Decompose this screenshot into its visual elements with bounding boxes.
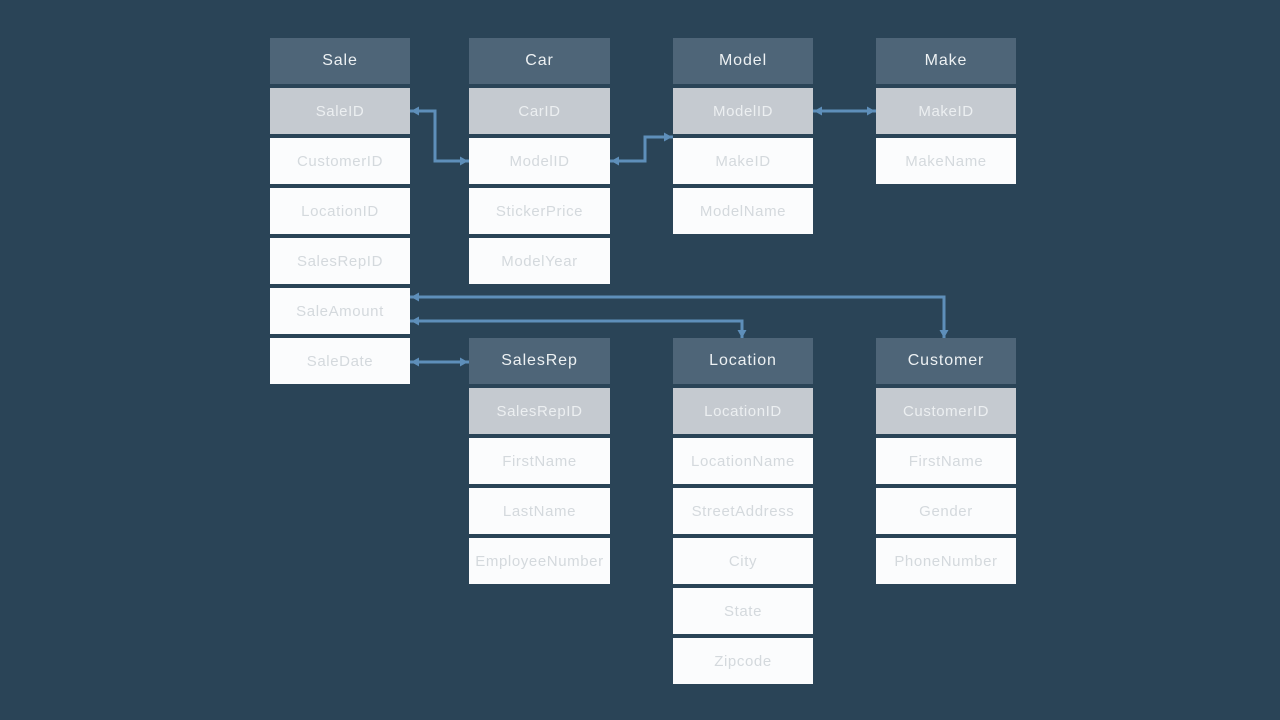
field-location-city: City bbox=[673, 538, 813, 584]
field-salesrep-employeenumber: EmployeeNumber bbox=[469, 538, 610, 584]
relationship-arrowhead bbox=[411, 316, 419, 326]
field-sale-customerid: CustomerID bbox=[270, 138, 410, 184]
field-customer-firstname: FirstName bbox=[876, 438, 1016, 484]
relationship-arrowhead bbox=[867, 106, 875, 116]
field-car-stickerprice: StickerPrice bbox=[469, 188, 610, 234]
relationship-arrowhead bbox=[814, 106, 822, 116]
relationship-line-sale-saleid--car-modelid bbox=[410, 109, 469, 163]
field-sale-saledate: SaleDate bbox=[270, 338, 410, 384]
field-customer-phonenumber: PhoneNumber bbox=[876, 538, 1016, 584]
table-title-make: Make bbox=[876, 38, 1016, 84]
field-car-modelid: ModelID bbox=[469, 138, 610, 184]
field-model-modelid: ModelID bbox=[673, 88, 813, 134]
field-model-modelname: ModelName bbox=[673, 188, 813, 234]
table-title-location: Location bbox=[673, 338, 813, 384]
field-location-streetaddress: StreetAddress bbox=[673, 488, 813, 534]
table-title-model: Model bbox=[673, 38, 813, 84]
table-title-sale: Sale bbox=[270, 38, 410, 84]
table-title-salesrep: SalesRep bbox=[469, 338, 610, 384]
field-customer-customerid: CustomerID bbox=[876, 388, 1016, 434]
field-salesrep-salesrepid: SalesRepID bbox=[469, 388, 610, 434]
relationship-arrowhead bbox=[411, 357, 419, 367]
field-car-carid: CarID bbox=[469, 88, 610, 134]
relationship-arrowhead bbox=[664, 132, 672, 142]
field-sale-locationid: LocationID bbox=[270, 188, 410, 234]
field-location-locationid: LocationID bbox=[673, 388, 813, 434]
relationship-arrowhead bbox=[737, 330, 747, 338]
relationship-arrowhead bbox=[460, 156, 468, 166]
field-salesrep-firstname: FirstName bbox=[469, 438, 610, 484]
relationship-arrowhead bbox=[460, 357, 468, 367]
relationship-line-sale-saleamount--customer bbox=[410, 295, 946, 338]
field-make-makeid: MakeID bbox=[876, 88, 1016, 134]
field-model-makeid: MakeID bbox=[673, 138, 813, 184]
field-sale-saleamount: SaleAmount bbox=[270, 288, 410, 334]
table-title-car: Car bbox=[469, 38, 610, 84]
relationship-line-sale-saleamount--location bbox=[410, 319, 744, 338]
field-location-zipcode: Zipcode bbox=[673, 638, 813, 684]
relationship-line-car-modelid--model-modelid bbox=[610, 135, 673, 163]
field-customer-gender: Gender bbox=[876, 488, 1016, 534]
relationship-arrowhead bbox=[411, 292, 419, 302]
field-location-locationname: LocationName bbox=[673, 438, 813, 484]
field-salesrep-lastname: LastName bbox=[469, 488, 610, 534]
table-title-customer: Customer bbox=[876, 338, 1016, 384]
relationship-arrowhead bbox=[411, 106, 419, 116]
field-sale-salesrepid: SalesRepID bbox=[270, 238, 410, 284]
relationship-arrowhead bbox=[611, 156, 619, 166]
relationship-arrowhead bbox=[939, 330, 949, 338]
field-sale-saleid: SaleID bbox=[270, 88, 410, 134]
field-location-state: State bbox=[673, 588, 813, 634]
field-car-modelyear: ModelYear bbox=[469, 238, 610, 284]
field-make-makename: MakeName bbox=[876, 138, 1016, 184]
